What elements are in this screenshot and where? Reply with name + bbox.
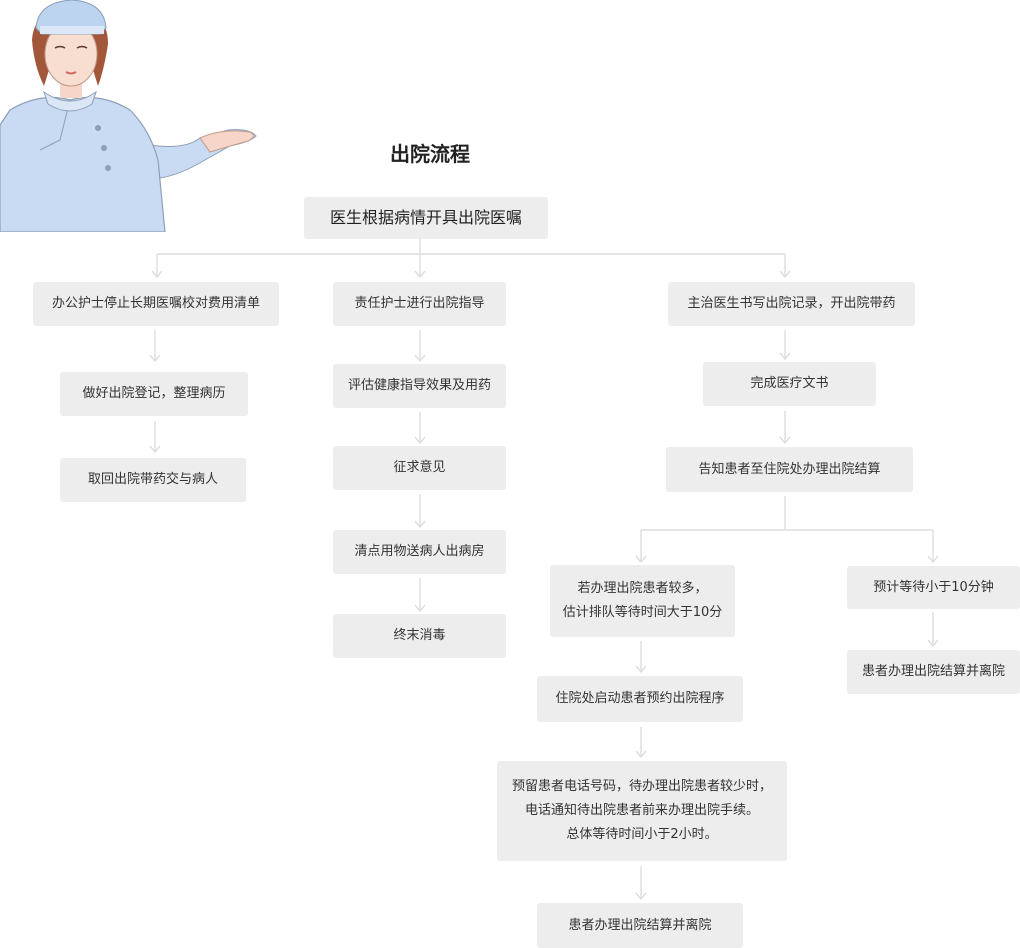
condition-long-wait: 若办理出院患者较多， 估计排队等待时间大于10分 (550, 565, 735, 637)
appointment-step: 住院处启动患者预约出院程序 (537, 676, 743, 722)
root-step-box: 医生根据病情开具出院医嘱 (304, 197, 548, 239)
appointment-detail-line-2: 电话通知待出院患者前来办理出院手续。 (524, 803, 759, 818)
middle-step-3-label: 征求意见 (393, 460, 446, 475)
right-step-1: 主治医生书写出院记录，开出院带药 (668, 282, 915, 326)
final-step-left-label: 患者办理出院结算并离院 (568, 917, 712, 933)
condition-long-wait-line-2: 估计排队等待时间大于10分 (562, 605, 723, 620)
condition-short-wait-label: 预计等待小于10分钟 (873, 579, 994, 595)
appointment-detail-line-1: 预留患者电话号码，待办理出院患者较少时， (511, 779, 772, 794)
page-title: 出院流程 (390, 142, 470, 166)
final-step-left: 患者办理出院结算并离院 (537, 903, 743, 948)
middle-step-4-label: 清点用物送病人出病房 (354, 544, 485, 559)
left-step-1: 办公护士停止长期医嘱校对费用清单 (33, 282, 279, 326)
middle-step-3: 征求意见 (333, 446, 506, 490)
appointment-detail: 预留患者电话号码，待办理出院患者较少时， 电话通知待出院患者前来办理出院手续。 … (497, 761, 787, 861)
middle-step-5-label: 终末消毒 (393, 628, 446, 643)
appointment-detail-line-3: 总体等待时间小于2小时。 (566, 827, 718, 842)
left-step-2-label: 做好出院登记，整理病历 (82, 386, 226, 401)
left-step-3-label: 取回出院带药交与病人 (87, 472, 218, 487)
appointment-step-label: 住院处启动患者预约出院程序 (555, 691, 725, 706)
right-step-3: 告知患者至住院处办理出院结算 (666, 447, 913, 492)
middle-step-1: 责任护士进行出院指导 (333, 282, 506, 326)
left-step-3: 取回出院带药交与病人 (60, 458, 246, 502)
middle-step-2-label: 评估健康指导效果及用药 (347, 378, 491, 393)
left-step-1-label: 办公护士停止长期医嘱校对费用清单 (51, 296, 260, 311)
right-step-2-label: 完成医疗文书 (750, 376, 829, 391)
middle-step-1-label: 责任护士进行出院指导 (354, 296, 485, 311)
nurse-illustration (0, 0, 257, 232)
right-step-2: 完成医疗文书 (703, 362, 876, 406)
condition-short-wait: 预计等待小于10分钟 (847, 566, 1020, 609)
middle-step-2: 评估健康指导效果及用药 (333, 364, 506, 408)
final-step-right: 患者办理出院结算并离院 (847, 650, 1020, 694)
final-step-right-label: 患者办理出院结算并离院 (861, 664, 1005, 679)
root-step-label: 医生根据病情开具出院医嘱 (329, 208, 522, 227)
right-step-1-label: 主治医生书写出院记录，开出院带药 (687, 296, 896, 311)
middle-step-5: 终末消毒 (333, 614, 506, 658)
left-step-2: 做好出院登记，整理病历 (60, 372, 248, 416)
right-step-3-label: 告知患者至住院处办理出院结算 (698, 461, 881, 477)
condition-long-wait-line-1: 若办理出院患者较多， (577, 581, 708, 596)
middle-step-4: 清点用物送病人出病房 (333, 530, 506, 574)
